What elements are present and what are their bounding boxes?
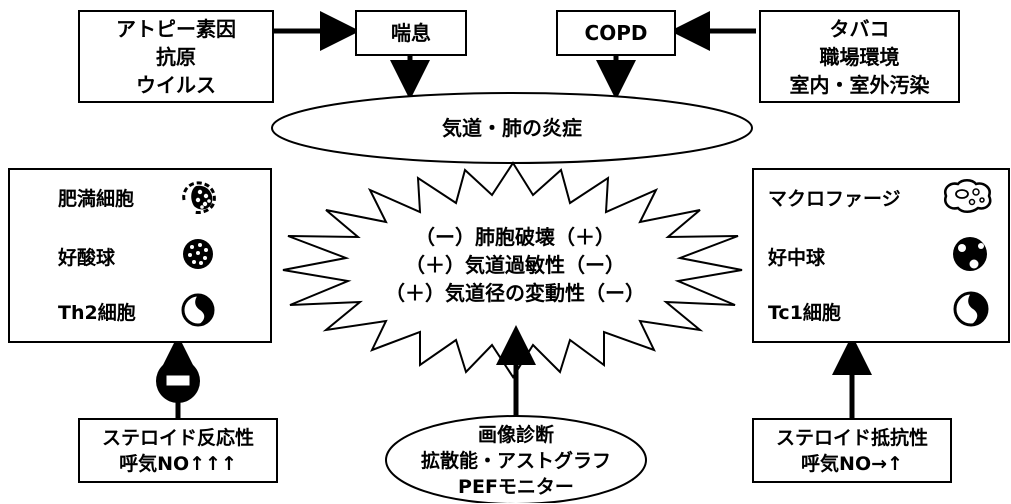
copd-box: COPD [556, 10, 676, 56]
neutrophil-icon [953, 237, 987, 271]
asthma-box: 喘息 [355, 10, 467, 56]
cell-label-tc1: Tc1細胞 [768, 302, 841, 324]
cell-row-tc1: Tc1細胞 [768, 298, 841, 325]
cell-row-mast: 肥満細胞 [58, 184, 134, 211]
eosinophil-icon [183, 239, 213, 269]
inflammation-text-wrap: 気道・肺の炎症 [272, 108, 752, 148]
steroid-responsive-line-2: 呼気NO↑↑↑ [119, 452, 237, 475]
burst-line-3: （＋）気道径の変動性（ー） [385, 281, 645, 305]
cell-row-eosinophil: 好酸球 [58, 243, 115, 270]
environment-line-1: タバコ [829, 16, 890, 41]
copd-cells-box: マクロファージ 好中球 Tc1細胞 [752, 168, 1010, 343]
burst-text-wrap: （ー）肺胞破壊（＋） （＋）気道過敏性（ー） （＋）気道径の変動性（ー） [360, 210, 670, 320]
cell-row-th2: Th2細胞 [58, 298, 136, 325]
central-burst [282, 161, 743, 379]
environment-line-3: 室内・室外汚染 [789, 72, 930, 97]
cell-row-neutrophil: 好中球 [768, 243, 825, 270]
inhibit-symbol-bar [165, 374, 191, 387]
cell-row-macrophage: マクロファージ [768, 184, 901, 211]
th2-cell-icon [181, 293, 215, 327]
steroid-responsive-box: ステロイド反応性 呼気NO↑↑↑ [78, 418, 278, 483]
triggers-box: アトピー素因 抗原 ウイルス [78, 10, 274, 103]
steroid-resistant-line-2: 呼気NO→↑ [801, 452, 903, 475]
mast-cell-icon [182, 181, 216, 214]
diagnostics-line-3: PEFモニター [458, 476, 574, 498]
asthma-cells-box: 肥満細胞 好酸球 Th2細胞 [8, 168, 272, 343]
copd-label: COPD [584, 21, 648, 45]
cell-label-macrophage: マクロファージ [768, 188, 901, 210]
diagnostics-ellipse [385, 415, 647, 503]
diagnostics-line-2: 拡散能・アストグラフ [420, 450, 611, 472]
environment-box: タバコ 職場環境 室内・室外汚染 [759, 10, 960, 103]
environment-line-2: 職場環境 [819, 44, 900, 69]
cell-label-mast: 肥満細胞 [58, 188, 135, 210]
steroid-responsive-line-1: ステロイド反応性 [101, 426, 254, 449]
triggers-line-2: 抗原 [156, 44, 196, 69]
triggers-line-3: ウイルス [136, 72, 216, 97]
diagnostics-text-wrap: 画像診断 拡散能・アストグラフ PEFモニター [390, 418, 642, 504]
burst-line-1: （ー）肺胞破壊（＋） [415, 225, 615, 249]
diagnostics-line-1: 画像診断 [477, 424, 554, 446]
triggers-line-1: アトピー素因 [116, 16, 236, 41]
asthma-label: 喘息 [391, 21, 431, 45]
cell-label-neutrophil: 好中球 [768, 247, 826, 269]
inflammation-label: 気道・肺の炎症 [442, 116, 582, 140]
tc1-cell-icon [953, 291, 989, 327]
steroid-resistant-line-1: ステロイド抵抗性 [775, 426, 928, 449]
burst-line-2: （＋）気道過敏性（ー） [405, 253, 625, 277]
cell-label-th2: Th2細胞 [58, 302, 136, 324]
cell-label-eosinophil: 好酸球 [58, 247, 116, 269]
macrophage-icon [944, 179, 992, 213]
steroid-resistant-box: ステロイド抵抗性 呼気NO→↑ [752, 418, 952, 483]
